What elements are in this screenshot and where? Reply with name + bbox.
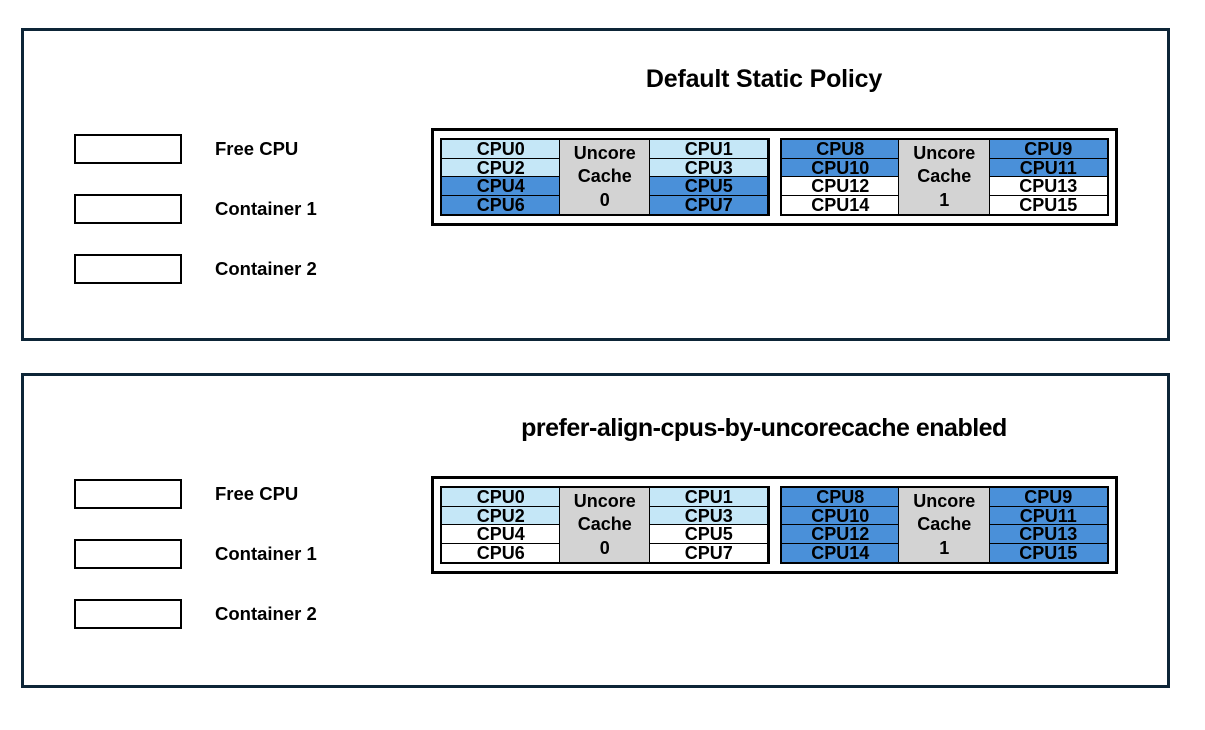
cpu-cell: CPU8 [780,139,900,160]
legend-swatch-container-2 [74,254,182,284]
uncore-cache-label-1: Uncore Cache 1 [898,139,991,215]
cpu-cell: CPU13 [988,524,1108,545]
legend-label-container-1: Container 1 [215,543,317,564]
cpu-cell: CPU4 [441,176,561,197]
cpu-cell: CPU5 [649,176,769,197]
legend-item-container-1: Container 1 [74,179,317,239]
cpu-cell: CPU12 [780,524,900,545]
legend-item-free-cpu: Free CPU [74,464,317,524]
legend-label-container-1: Container 1 [215,198,317,219]
cpu-cell: CPU11 [988,505,1108,526]
uncore-cache-index: 1 [939,537,950,558]
cpu-cell: CPU0 [441,487,561,508]
cpu-cell: CPU6 [441,542,561,563]
cpu-column-left: CPU8 CPU10 CPU12 CPU14 [780,487,900,563]
cpu-cell: CPU12 [780,176,900,197]
cpu-column-right: CPU9 CPU11 CPU13 CPU15 [988,139,1108,215]
cpu-cell: CPU13 [988,176,1108,197]
cpu-column-left: CPU8 CPU10 CPU12 CPU14 [780,139,900,215]
cpu-cell: CPU9 [988,487,1108,508]
legend-item-free-cpu: Free CPU [74,119,317,179]
legend-label-container-2: Container 2 [215,258,317,279]
cpu-cell: CPU9 [988,139,1108,160]
uncore-cache-label-0: Uncore Cache 0 [558,487,651,563]
legend-item-container-2: Container 2 [74,584,317,644]
cache-group-1: CPU8 CPU10 CPU12 CPU14 Uncore Cache 1 CP… [779,138,1109,216]
cpu-column-right: CPU9 CPU11 CPU13 CPU15 [988,487,1108,563]
cpu-cell: CPU0 [441,139,561,160]
cpu-cell: CPU14 [780,194,900,215]
cpu-cell: CPU10 [780,505,900,526]
page-title: prefer-align-cpus-by-uncorecache enabled [521,414,1007,442]
cpu-cell: CPU15 [988,542,1108,563]
cpu-cell: CPU14 [780,542,900,563]
cpu-cell: CPU4 [441,524,561,545]
cache-group-0: CPU0 CPU2 CPU4 CPU6 Uncore Cache 0 CPU1 … [440,486,770,564]
cpu-column-right: CPU1 CPU3 CPU5 CPU7 [649,139,769,215]
cpu-cell: CPU2 [441,505,561,526]
legend-swatch-free-cpu [74,134,182,164]
legend-swatch-free-cpu [74,479,182,509]
legend-swatch-container-1 [74,539,182,569]
cache-group-0: CPU0 CPU2 CPU4 CPU6 Uncore Cache 0 CPU1 … [440,138,770,216]
uncore-cache-line-2: Cache [917,514,972,535]
cpu-cell: CPU5 [649,524,769,545]
legend-item-container-2: Container 2 [74,239,317,299]
panel-default-static-policy: Default Static Policy Free CPU Container… [21,28,1170,341]
cpu-cell: CPU1 [649,487,769,508]
uncore-cache-line-2: Cache [577,166,632,187]
uncore-cache-line-2: Cache [917,166,972,187]
legend-label-free-cpu: Free CPU [215,138,299,159]
cpu-cell: CPU15 [988,194,1108,215]
uncore-cache-label-0: Uncore Cache 0 [558,139,651,215]
legend: Free CPU Container 1 Container 2 [74,464,317,644]
legend-label-container-2: Container 2 [215,603,317,624]
cache-group-1: CPU8 CPU10 CPU12 CPU14 Uncore Cache 1 CP… [779,486,1109,564]
cpu-column-left: CPU0 CPU2 CPU4 CPU6 [441,139,561,215]
uncore-cache-label-1: Uncore Cache 1 [898,487,991,563]
uncore-cache-line-1: Uncore [573,143,636,164]
cpu-cell: CPU3 [649,157,769,178]
cpu-topology-grid: CPU0 CPU2 CPU4 CPU6 Uncore Cache 0 CPU1 … [431,128,1118,226]
cpu-cell: CPU10 [780,157,900,178]
legend-swatch-container-2 [74,599,182,629]
uncore-cache-line-1: Uncore [913,143,976,164]
uncore-cache-line-1: Uncore [573,491,636,512]
cpu-column-left: CPU0 CPU2 CPU4 CPU6 [441,487,561,563]
legend: Free CPU Container 1 Container 2 [74,119,317,299]
uncore-cache-line-1: Uncore [913,491,976,512]
cpu-cell: CPU2 [441,157,561,178]
cpu-cell: CPU11 [988,157,1108,178]
cpu-cell: CPU3 [649,505,769,526]
cpu-column-right: CPU1 CPU3 CPU5 CPU7 [649,487,769,563]
legend-item-container-1: Container 1 [74,524,317,584]
cpu-cell: CPU6 [441,194,561,215]
cpu-cell: CPU8 [780,487,900,508]
legend-swatch-container-1 [74,194,182,224]
uncore-cache-line-2: Cache [577,514,632,535]
legend-label-free-cpu: Free CPU [215,483,299,504]
panel-prefer-align-cpus-by-uncorecache: prefer-align-cpus-by-uncorecache enabled… [21,373,1170,688]
cpu-cell: CPU7 [649,194,769,215]
uncore-cache-index: 1 [939,189,950,210]
cpu-cell: CPU7 [649,542,769,563]
uncore-cache-index: 0 [599,537,610,558]
cpu-cell: CPU1 [649,139,769,160]
uncore-cache-index: 0 [599,189,610,210]
cpu-topology-grid: CPU0 CPU2 CPU4 CPU6 Uncore Cache 0 CPU1 … [431,476,1118,574]
page-title: Default Static Policy [645,65,883,93]
